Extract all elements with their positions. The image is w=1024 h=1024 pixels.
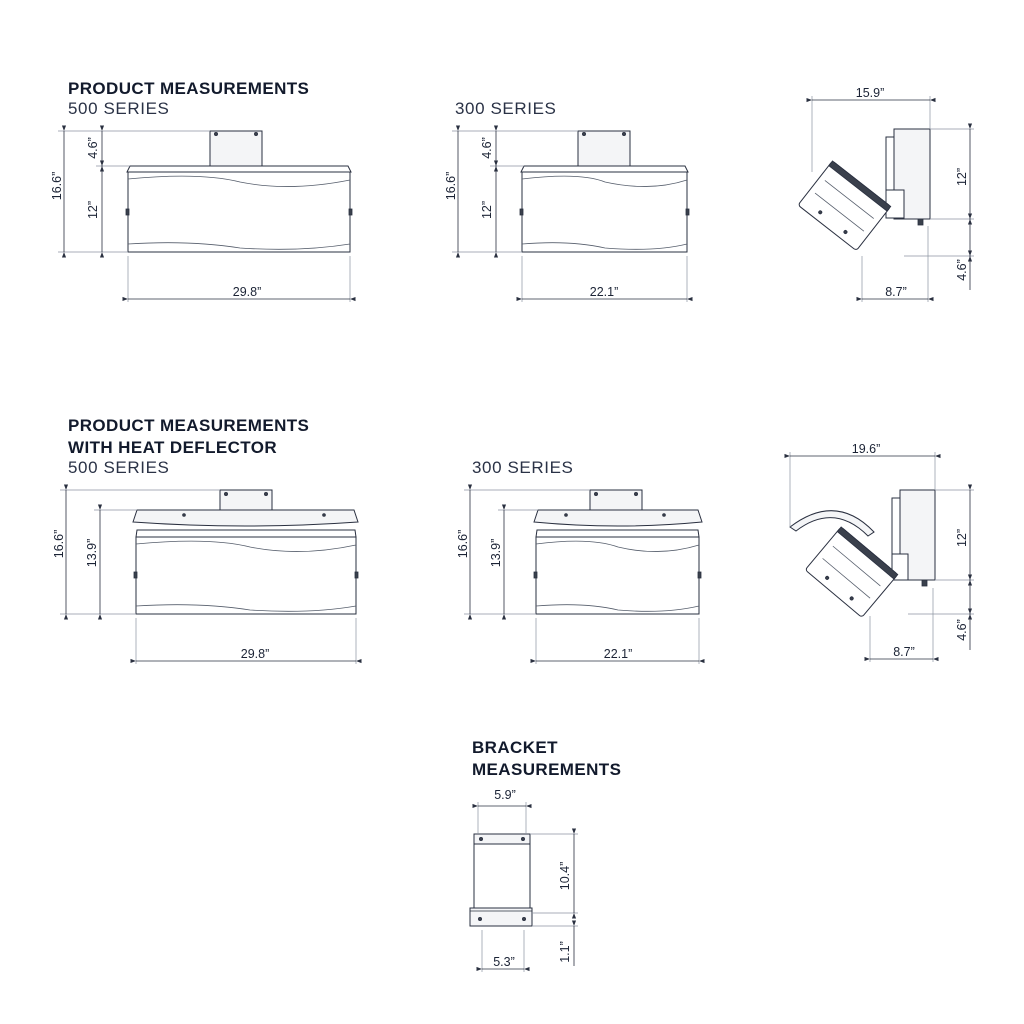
heater-body [535,536,700,615]
bracket-flange-height: 1.1” [558,941,572,963]
dside-height: 12” [955,529,969,547]
mounting-bracket [219,489,273,511]
bracket-heading-line2: MEASUREMENTS [472,760,622,779]
p300-overall-height: 16.6” [444,172,458,201]
deflector-500-front-view: 16.6” 13.9” 29.8” [52,484,362,664]
p500-bracket-height: 4.6” [86,137,100,159]
bracket-view: 5.9” 10.4” 1.1” 5.3” [469,788,578,972]
deflector-heading-line1: PRODUCT MEASUREMENTS [68,416,310,435]
dside-lower: 4.6” [955,619,969,641]
product-500-series-label: 500 SERIES [68,99,170,118]
deflector-300-series-label: 300 SERIES [472,458,574,477]
bracket-flange [469,907,533,927]
heater-body [127,171,351,253]
pside-base: 8.7” [885,285,907,299]
p300-body-height: 12” [480,201,494,219]
bracket-height: 10.4” [558,862,572,891]
d500-width: 29.8” [241,647,270,661]
deflector-heading-line2: WITH HEAT DEFLECTOR [68,438,278,457]
p500-overall-height: 16.6” [50,172,64,201]
p500-body-height: 12” [86,201,100,219]
deflector-side-view: 19.6” 12” 4.6” 8.7” [784,442,974,662]
d500-overall-height: 16.6” [52,530,66,559]
pside-lower: 4.6” [955,259,969,281]
pside-height: 12” [955,168,969,186]
bracket-top-width: 5.9” [494,788,516,802]
d300-overall-height: 16.6” [456,530,470,559]
d500-body-height: 13.9” [85,539,99,568]
mounting-bracket [577,130,631,167]
dside-depth: 19.6” [852,442,881,456]
p300-width: 22.1” [590,285,619,299]
mounting-bracket [589,489,643,511]
p300-bracket-height: 4.6” [480,137,494,159]
heater-body [135,536,357,615]
d300-width: 22.1” [604,647,633,661]
deflector-500-series-label: 500 SERIES [68,458,170,477]
bracket-bottom-width: 5.3” [493,955,515,969]
pside-depth: 15.9” [856,86,885,100]
product-500-front-view: 16.6” 4.6” 12” 29.8” [50,125,356,302]
mounting-bracket [209,130,263,167]
dside-base: 8.7” [893,645,915,659]
product-300-front-view: 16.6” 4.6” 12” 22.1” [444,125,693,302]
bracket-body [473,843,531,909]
product-300-series-label: 300 SERIES [455,99,557,118]
heater-body [521,171,688,253]
p500-width: 29.8” [233,285,262,299]
d300-body-height: 13.9” [489,539,503,568]
heat-deflector [132,509,359,527]
heat-deflector [789,510,875,537]
product-measurements-heading: PRODUCT MEASUREMENTS [68,79,310,98]
product-side-view: 15.9” 12” 4.6” 8.7” [798,86,974,302]
bracket-heading-line1: BRACKET [472,738,558,757]
heat-deflector [533,509,703,527]
deflector-300-front-view: 16.6” 13.9” 22.1” [456,484,705,664]
